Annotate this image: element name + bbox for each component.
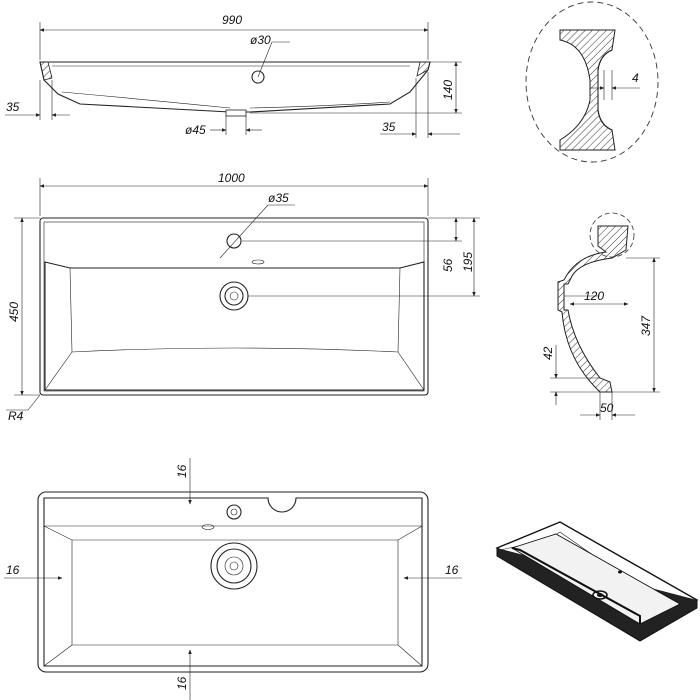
dim-drain-offset-195: 195 <box>461 252 475 272</box>
basin-profile <box>39 61 431 113</box>
bottom-view: 16 16 16 16 <box>4 458 462 700</box>
overflow <box>251 259 265 265</box>
dim-rim-42: 42 <box>541 346 555 360</box>
tap-hole <box>226 233 242 249</box>
dim-width-990: 990 <box>222 13 242 27</box>
dim-left-35: 35 <box>6 100 20 114</box>
dim-top-16: 16 <box>175 464 189 478</box>
basin-outline <box>39 217 429 396</box>
dim-width-1000: 1000 <box>218 171 245 185</box>
section-view: 990 ø30 ø45 35 35 140 <box>5 13 462 138</box>
dim-drain-45: ø45 <box>185 123 206 137</box>
dim-front-50: 50 <box>600 401 614 415</box>
detail-view: 4 <box>525 1 659 163</box>
dim-wall-4: 4 <box>632 71 639 85</box>
dim-drain-depth-120: 120 <box>584 289 604 303</box>
plan-view: 1000 ø35 56 195 450 R4 <box>6 171 480 423</box>
dim-tap-hole-30: ø30 <box>250 33 271 47</box>
basin-underside <box>37 491 429 673</box>
drain <box>210 542 258 590</box>
dim-right-35: 35 <box>382 120 396 134</box>
tap-hole <box>226 504 242 520</box>
dim-depth-450: 450 <box>7 302 21 322</box>
dim-hole-offset-56: 56 <box>441 258 455 272</box>
drain-outlet <box>225 109 247 117</box>
dim-bottom-16: 16 <box>175 676 189 690</box>
drain <box>219 281 249 311</box>
dim-left-16: 16 <box>6 563 20 577</box>
dim-tap-hole-35: ø35 <box>268 191 289 205</box>
tap-hole <box>251 70 265 84</box>
isometric-view <box>495 521 699 642</box>
dim-height-140: 140 <box>441 80 455 100</box>
side-section: 120 347 42 50 <box>541 212 660 420</box>
dim-depth-347: 347 <box>639 315 653 336</box>
dim-radius-r4: R4 <box>8 409 24 423</box>
dim-right-16: 16 <box>445 563 459 577</box>
